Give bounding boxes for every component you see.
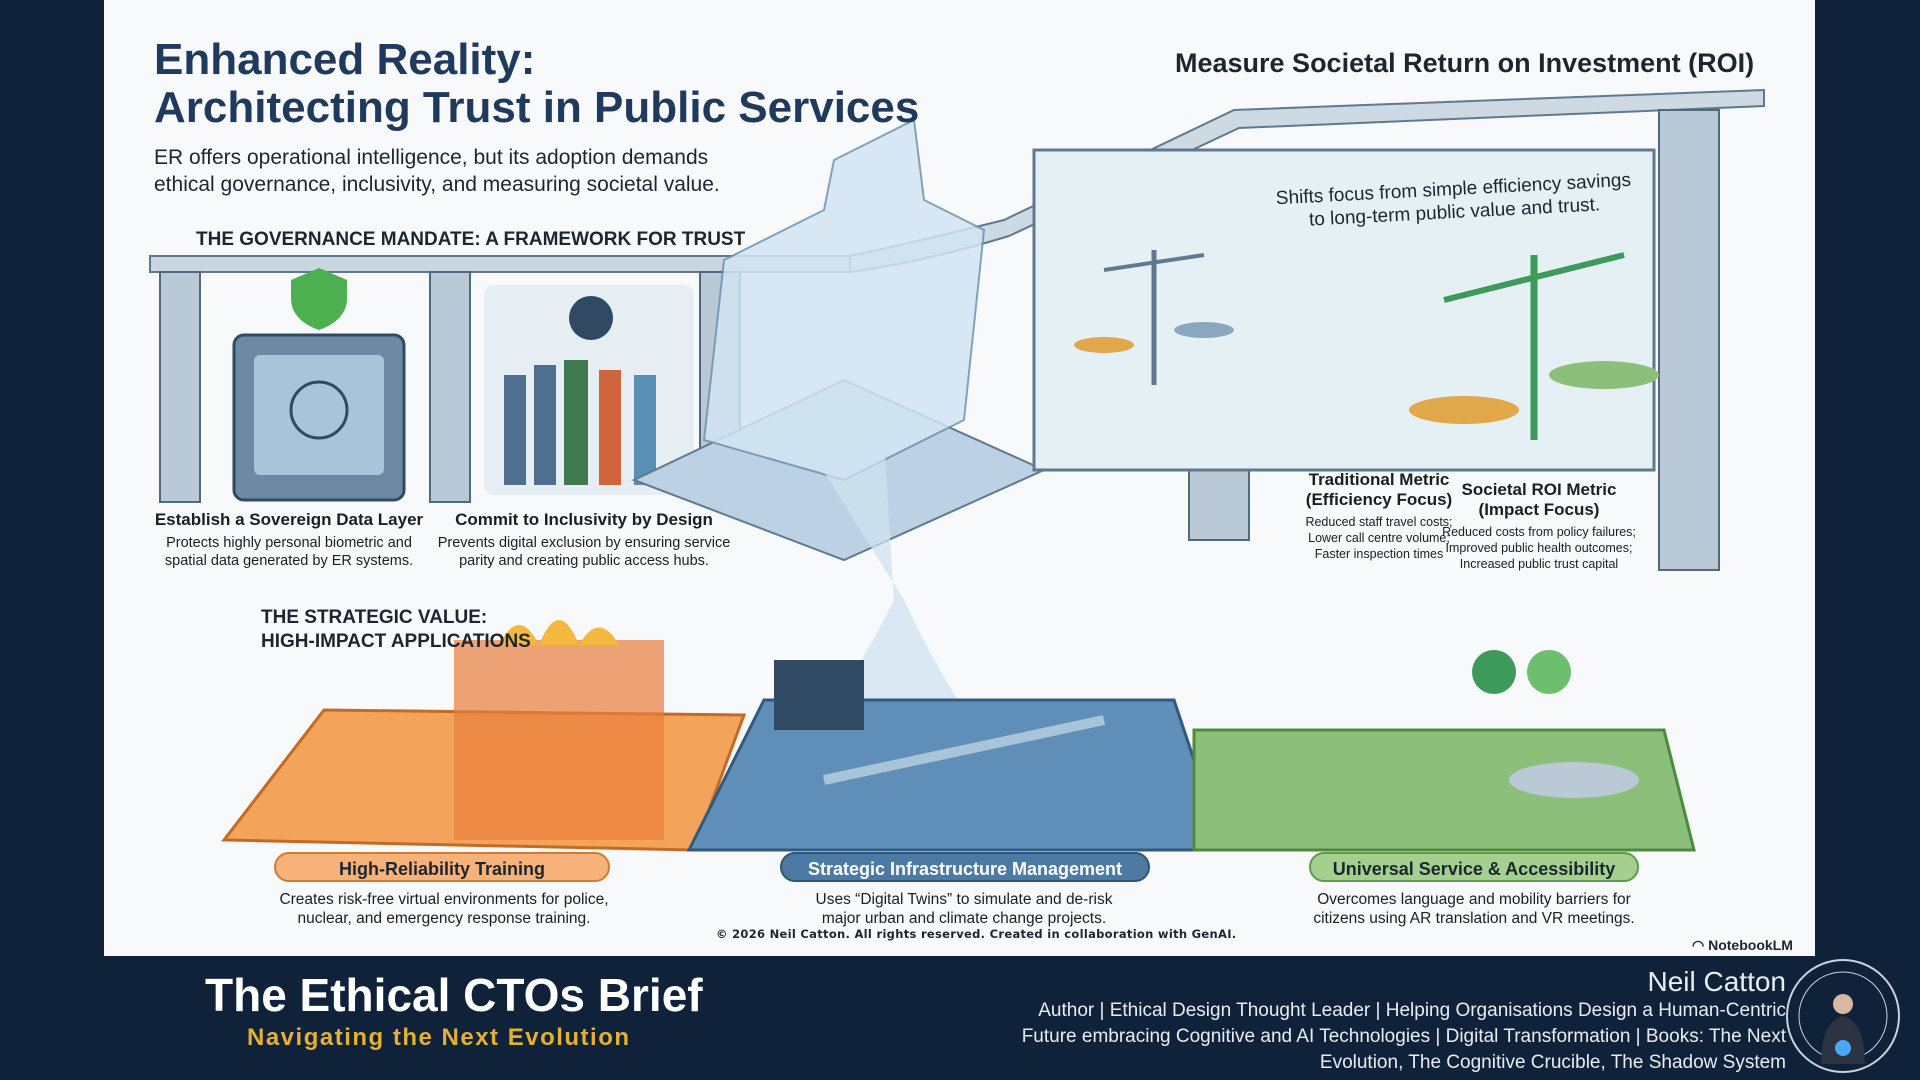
infrastructure-platform <box>686 698 1227 852</box>
accessibility-desc: Overcomes language and mobility barriers… <box>1313 891 1635 927</box>
copyright: © 2026 Neil Catton. All rights reserved.… <box>716 927 1237 941</box>
not-equal-icon <box>569 296 613 340</box>
illustration <box>149 88 1765 852</box>
governance-heading: THE GOVERNANCE MANDATE: A FRAMEWORK FOR … <box>196 229 746 250</box>
infographic: Enhanced Reality:Architecting Trust in P… <box>104 0 1815 956</box>
ethical-cto-logo <box>1786 959 1900 1073</box>
traditional-metric: Traditional Metric(Efficiency Focus) Red… <box>1305 470 1453 561</box>
page-title: Enhanced Reality:Architecting Trust in P… <box>154 35 920 132</box>
author-block: Neil Catton Author | Ethical Design Thou… <box>1022 966 1786 1076</box>
author-bio: Evolution, The Cognitive Crucible, The S… <box>1319 1052 1786 1073</box>
author-bio: Future embracing Cognitive and AI Techno… <box>1021 1026 1786 1047</box>
page-subtitle: ER offers operational intelligence, but … <box>154 146 720 196</box>
strategic-heading: THE STRATEGIC VALUE:HIGH-IMPACT APPLICAT… <box>261 607 531 652</box>
infrastructure-desc: Uses “Digital Twins” to simulate and de-… <box>815 891 1113 927</box>
footer-subtitle: Navigating the Next Evolution <box>247 1024 631 1051</box>
author-bio: Author | Ethical Design Thought Leader |… <box>1038 1000 1786 1021</box>
societal-metric: Societal ROI Metric(Impact Focus) Reduce… <box>1442 480 1636 571</box>
accessibility-platform <box>1192 728 1696 852</box>
notebooklm-icon: ◠ <box>1692 937 1709 953</box>
training-desc: Creates risk-free virtual environments f… <box>279 891 609 927</box>
notebooklm-badge: ◠ NotebookLM <box>1692 937 1793 953</box>
training-label: High-Reliability Training <box>274 852 610 882</box>
footer-title: The Ethical CTOs Brief <box>205 969 703 1021</box>
shield-icon <box>291 268 347 330</box>
infrastructure-label: Strategic Infrastructure Management <box>780 852 1150 882</box>
roi-heading: Measure Societal Return on Investment (R… <box>1175 48 1755 78</box>
accessibility-label: Universal Service & Accessibility <box>1309 852 1639 882</box>
author-name: Neil Catton <box>1647 966 1786 997</box>
roi-board <box>1032 148 1656 472</box>
